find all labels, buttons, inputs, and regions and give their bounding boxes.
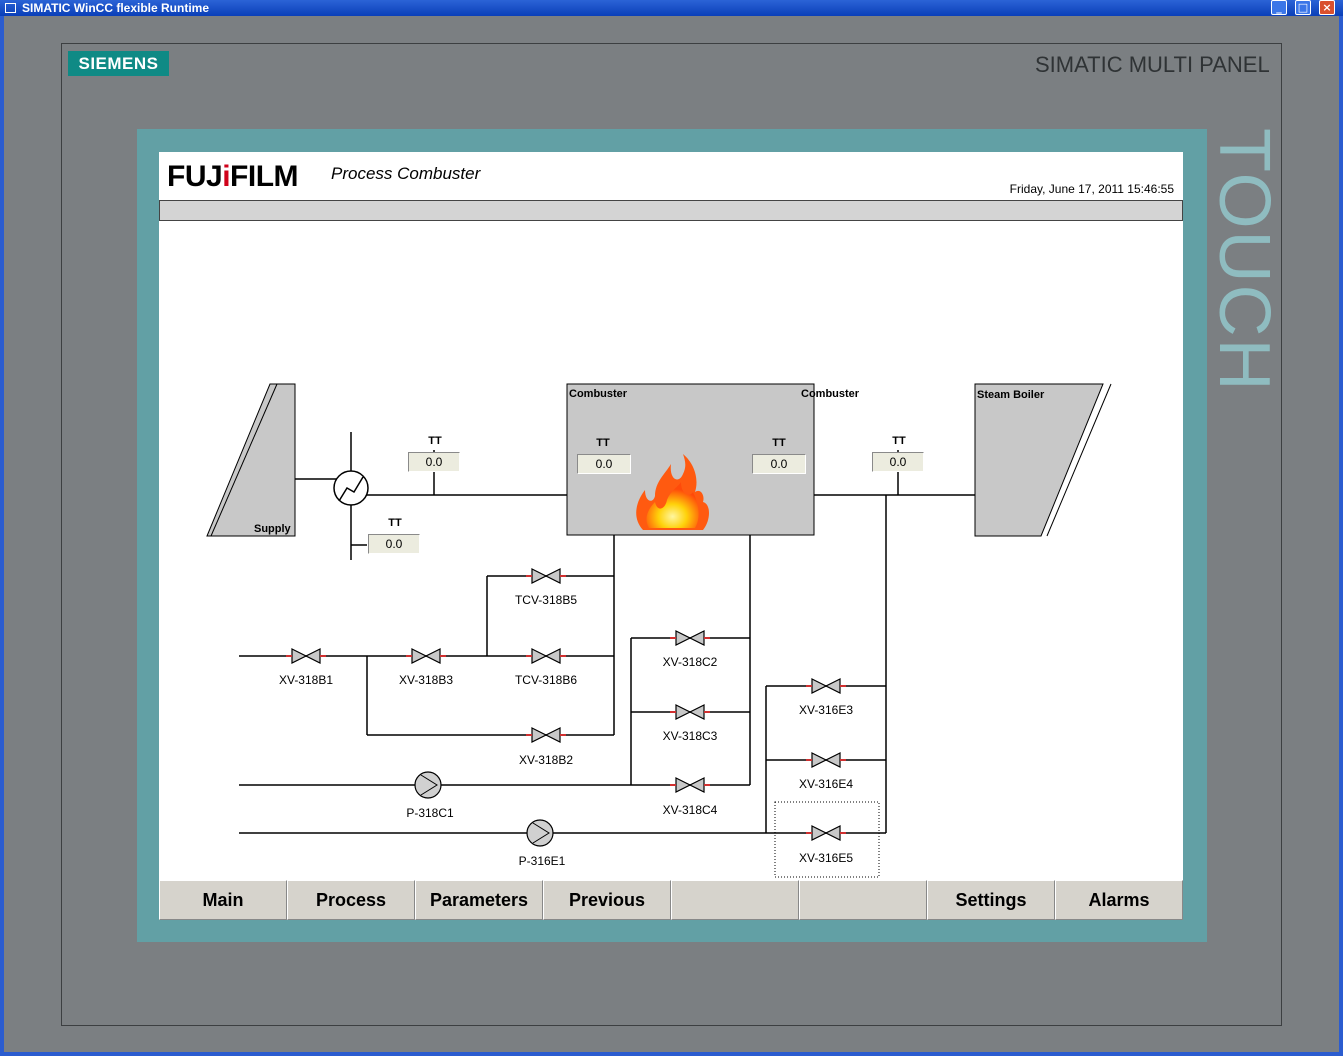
- fujifilm-logo: FUJiFILM: [167, 160, 299, 194]
- minimize-button[interactable]: _: [1271, 0, 1287, 15]
- valve-icon[interactable]: [669, 777, 711, 793]
- datetime-display: Friday, June 17, 2011 15:46:55: [1009, 182, 1174, 196]
- valve-label: TCV-318B5: [515, 593, 577, 607]
- nav-empty-button[interactable]: [671, 880, 799, 920]
- flame-icon: [636, 454, 709, 530]
- nav-empty-button[interactable]: [799, 880, 927, 920]
- valve-label: XV-318B2: [519, 753, 573, 767]
- valve-label: XV-316E3: [799, 703, 853, 717]
- logo-part: FILM: [230, 160, 299, 193]
- nav-parameters-button[interactable]: Parameters: [415, 880, 543, 920]
- alarm-status-bar[interactable]: [159, 200, 1183, 221]
- tt-label: TT: [388, 517, 402, 529]
- process-diagram: Supply Combuster Combuster Steam Boiler …: [206, 383, 1112, 878]
- valve-label: XV-318C2: [663, 655, 718, 669]
- tt-label: TT: [596, 437, 610, 449]
- logo-part: FUJ: [167, 160, 223, 193]
- siemens-logo: SIEMENS: [68, 51, 169, 76]
- window-frame-right: [1339, 16, 1343, 1056]
- hmi-screen: FUJiFILM Process Combuster Friday, June …: [159, 152, 1183, 920]
- nav-process-button[interactable]: Process: [287, 880, 415, 920]
- valve-icon[interactable]: [805, 752, 847, 768]
- window-frame-left: [0, 16, 4, 1056]
- screen-navigation: Main Process Parameters Previous Setting…: [159, 880, 1183, 920]
- combuster-label: Combuster: [569, 388, 628, 400]
- tt-value-field[interactable]: 0.0: [872, 452, 924, 472]
- supply-label: Supply: [254, 523, 292, 535]
- steam-boiler: [974, 383, 1104, 537]
- window-titlebar[interactable]: SIMATIC WinCC flexible Runtime _ □ ×: [0, 0, 1343, 16]
- valve-label: XV-318B3: [399, 673, 453, 687]
- pump-label: P-318C1: [406, 806, 454, 820]
- steam-boiler-label: Steam Boiler: [977, 389, 1045, 401]
- valve-icon[interactable]: [285, 648, 327, 664]
- nav-previous-button[interactable]: Previous: [543, 880, 671, 920]
- valve-icon[interactable]: [805, 825, 847, 841]
- pump-label: P-316E1: [519, 854, 566, 868]
- supply-tank: [206, 383, 296, 537]
- tt-value-field[interactable]: 0.0: [752, 454, 806, 474]
- tt-value-field[interactable]: 0.0: [368, 534, 420, 554]
- valve-label: XV-318C4: [663, 803, 718, 817]
- combuster-label-right: Combuster: [801, 388, 860, 400]
- valve-label: XV-318C3: [663, 729, 718, 743]
- nav-alarms-button[interactable]: Alarms: [1055, 880, 1183, 920]
- tt-label: TT: [892, 435, 906, 447]
- tt-value-field[interactable]: 0.0: [577, 454, 631, 474]
- valve-label: TCV-318B6: [515, 673, 577, 687]
- valve-icon[interactable]: [405, 648, 447, 664]
- window-frame-bottom: [0, 1052, 1343, 1056]
- valve-icon[interactable]: [805, 678, 847, 694]
- tt-value-field[interactable]: 0.0: [408, 452, 460, 472]
- pump-icon[interactable]: [526, 819, 554, 847]
- valve-icon[interactable]: [525, 648, 567, 664]
- panel-model-label: SIMATIC MULTI PANEL: [1035, 52, 1270, 77]
- nav-settings-button[interactable]: Settings: [927, 880, 1055, 920]
- valve-icon[interactable]: [669, 704, 711, 720]
- nav-main-button[interactable]: Main: [159, 880, 287, 920]
- tt-label: TT: [428, 435, 442, 447]
- app-icon: [5, 3, 16, 13]
- close-button[interactable]: ×: [1319, 0, 1335, 15]
- tt-label: TT: [772, 437, 786, 449]
- selection-focus: [774, 801, 880, 878]
- valve-label: XV-318B1: [279, 673, 333, 687]
- valve-icon[interactable]: [525, 568, 567, 584]
- window-title: SIMATIC WinCC flexible Runtime: [22, 1, 210, 15]
- touch-label: TOUCH: [1204, 128, 1284, 393]
- logo-dot: i: [222, 160, 231, 193]
- pump-icon[interactable]: [414, 771, 442, 799]
- maximize-button[interactable]: □: [1295, 0, 1311, 15]
- screen-title: Process Combuster: [331, 164, 481, 183]
- valve-icon[interactable]: [669, 630, 711, 646]
- valve-label: XV-316E5: [799, 851, 853, 865]
- valve-label: XV-316E4: [799, 777, 853, 791]
- valve-icon[interactable]: [525, 727, 567, 743]
